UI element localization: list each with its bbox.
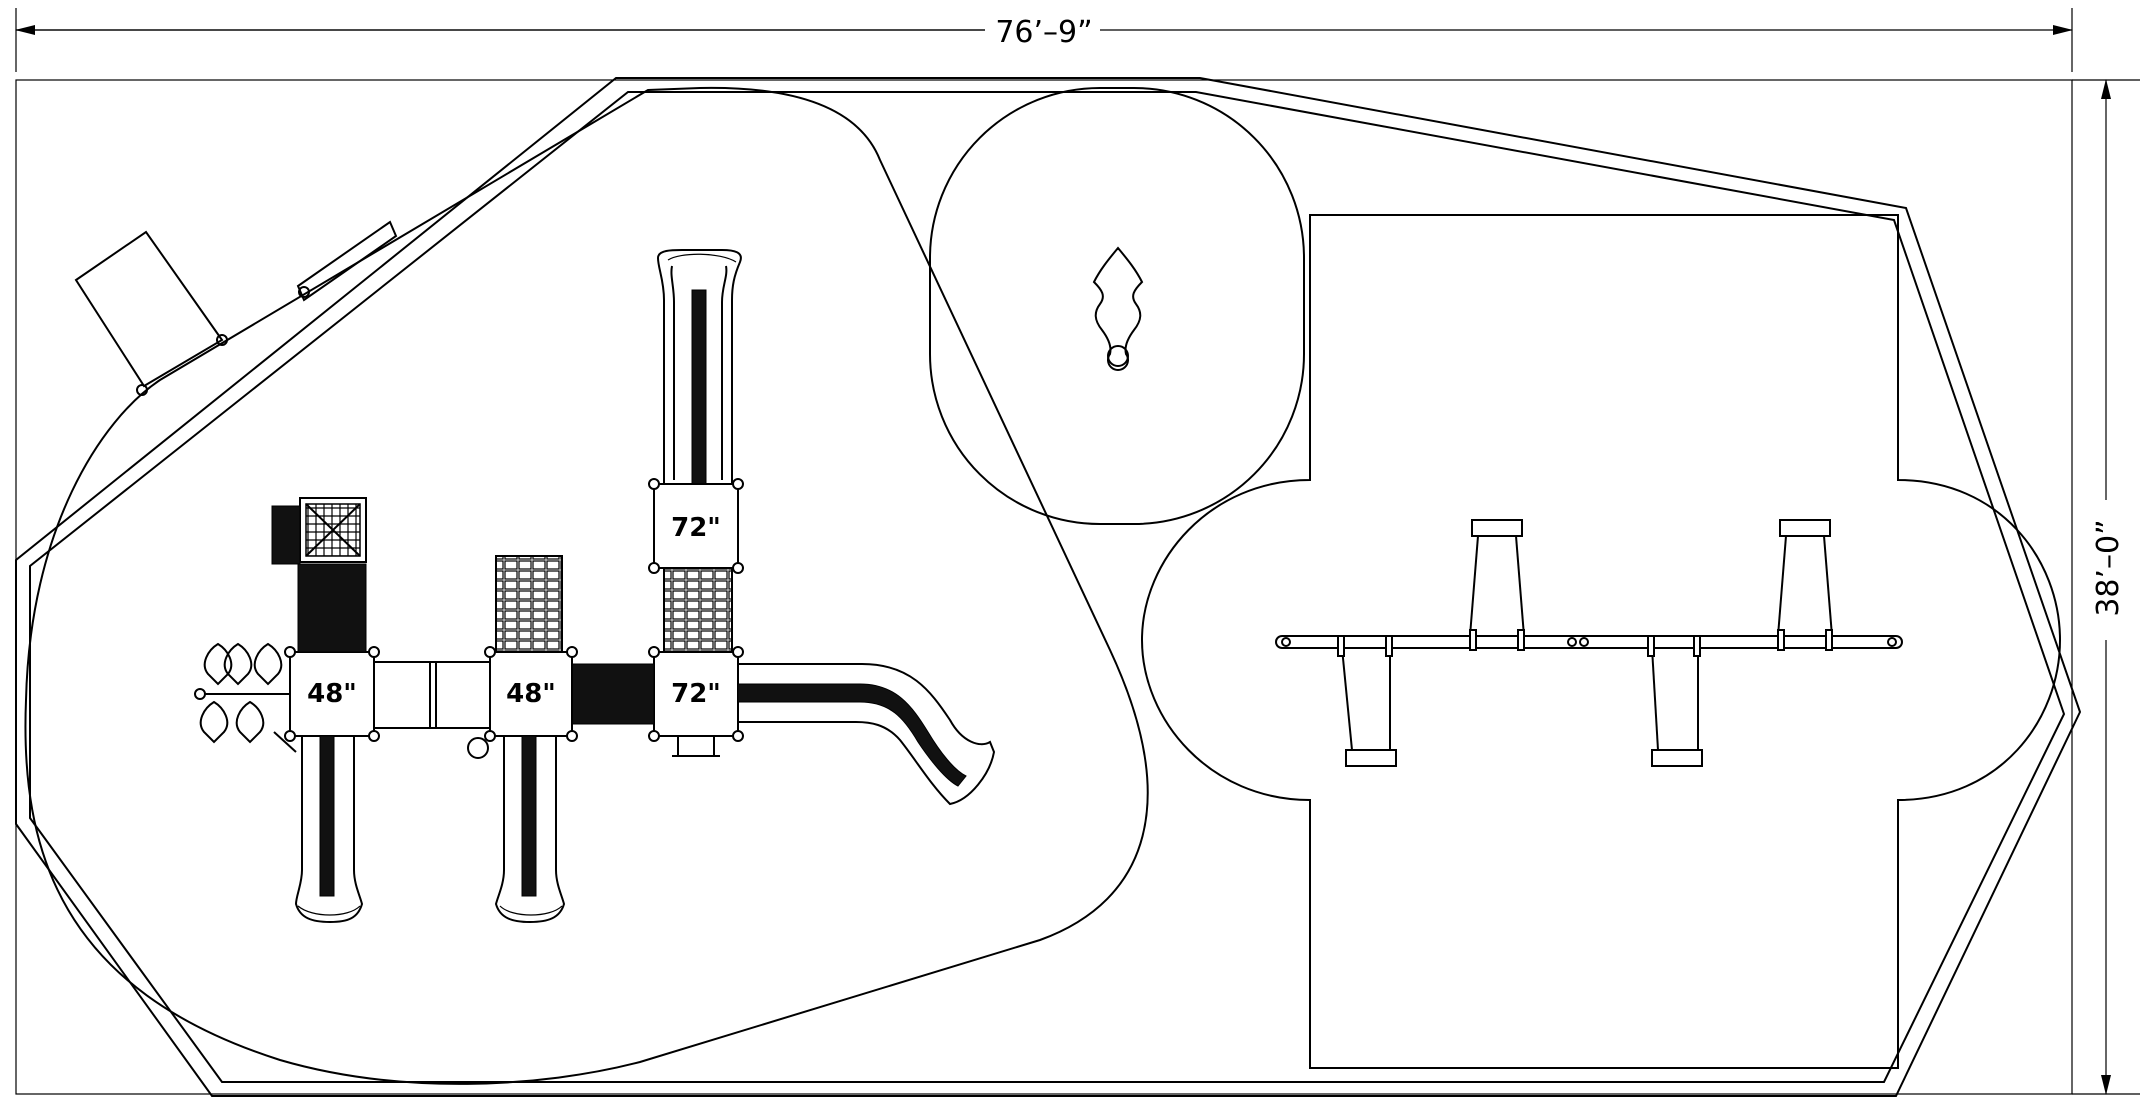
width-dimension: 76’–9” — [15, 8, 2073, 72]
swing-seat — [1469, 519, 1525, 651]
deck-72-upper — [653, 483, 739, 569]
swing-seat — [1647, 635, 1703, 767]
play-structure: 72" 72" 48" 48" — [194, 249, 996, 924]
access-ramp — [297, 563, 367, 653]
width-dimension-label: 76’–9” — [995, 15, 1092, 50]
height-dimension: 38’–0” — [2072, 79, 2140, 1095]
climber-bridge — [663, 567, 733, 653]
deck-48-left-label: 48" — [307, 679, 357, 709]
swing-seat — [1777, 519, 1833, 651]
entry-gate — [74, 220, 398, 396]
deck-72-upper-label: 72" — [671, 513, 721, 543]
swing-seat — [1337, 635, 1397, 767]
deck-48-left — [289, 651, 375, 737]
deck-72-lower-label: 72" — [671, 679, 721, 709]
middle-slide — [494, 735, 566, 924]
tall-slide — [656, 249, 742, 489]
deck-posts — [284, 478, 744, 742]
deck-48-middle — [489, 651, 573, 737]
crawl-tube — [373, 661, 491, 729]
left-safety-zone — [24, 86, 1149, 1085]
spring-rider-zone — [929, 87, 1305, 525]
deck-48-middle-label: 48" — [506, 679, 556, 709]
curved-slide — [737, 663, 996, 806]
left-slide — [294, 735, 364, 924]
climbing-wall — [495, 555, 563, 653]
deck-72-lower — [653, 651, 739, 737]
height-dimension-label: 38’–0” — [2091, 519, 2126, 616]
swing-set — [1275, 519, 1903, 767]
swing-safety-zone — [1140, 214, 2062, 1069]
connecting-bridge — [571, 663, 655, 725]
leaf-panels — [194, 642, 297, 753]
